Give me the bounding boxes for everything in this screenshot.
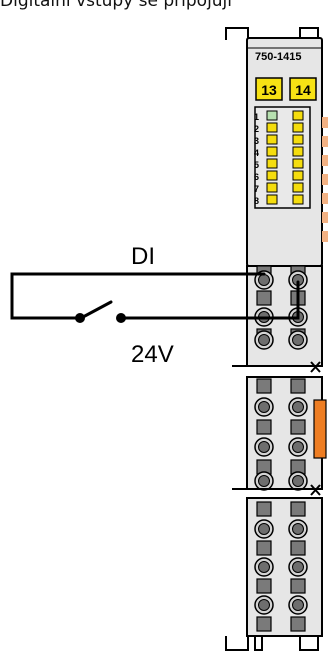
side-contacts — [322, 117, 328, 242]
release-button — [290, 501, 306, 517]
led-number: 1 — [254, 112, 259, 122]
wire-terminal-hole — [292, 334, 304, 346]
side-contact — [322, 174, 328, 185]
led-indicator — [266, 146, 278, 157]
switch-contact-right — [116, 313, 126, 323]
led-number: 5 — [254, 160, 259, 170]
wire-terminal-hole — [258, 441, 270, 453]
led-grid: 1 2 3 4 5 6 7 8 — [254, 110, 304, 206]
wire-terminal-hole — [258, 475, 270, 487]
bottom-rail-clip — [225, 636, 319, 651]
led-indicator — [266, 170, 278, 181]
led-number: 6 — [254, 172, 259, 182]
release-button — [256, 501, 272, 517]
led-indicator — [292, 146, 304, 157]
release-button — [256, 419, 272, 435]
label-24v: 24V — [131, 341, 174, 368]
led-number: 7 — [254, 184, 259, 194]
caption-text: Digitální vstupy se připojují — [0, 0, 233, 11]
led-indicator — [292, 110, 304, 121]
wire-terminal-hole — [292, 561, 304, 573]
wire-terminal-hole — [292, 599, 304, 611]
wire-terminal-hole — [258, 561, 270, 573]
release-button — [290, 378, 306, 394]
top-rail-clip — [225, 27, 319, 40]
label-di: DI — [131, 243, 155, 270]
terminal-group-2 — [254, 378, 308, 491]
release-button — [256, 578, 272, 594]
divider-1 — [232, 361, 322, 373]
wiring — [10, 272, 300, 320]
led-indicator — [266, 182, 278, 193]
wire-terminal-hole — [258, 401, 270, 413]
side-contact — [322, 117, 328, 128]
side-contact — [322, 212, 328, 223]
led-indicator — [266, 158, 278, 169]
release-button — [256, 540, 272, 556]
release-button — [256, 378, 272, 394]
channel-label-box-14 — [289, 77, 317, 101]
release-button — [256, 616, 272, 632]
led-indicator — [292, 122, 304, 133]
release-button — [290, 616, 306, 632]
channel-label-box-13 — [255, 77, 283, 101]
channel-label-13: 13 — [261, 82, 277, 98]
led-indicator — [292, 158, 304, 169]
ejector-tab — [313, 399, 327, 459]
led-number: 4 — [254, 148, 259, 158]
release-button — [290, 578, 306, 594]
side-contact — [322, 231, 328, 242]
switch-contact-left — [75, 313, 85, 323]
led-indicator — [292, 194, 304, 205]
channel-label-14: 14 — [295, 82, 311, 98]
release-button — [290, 419, 306, 435]
side-contact — [322, 193, 328, 204]
led-number: 2 — [254, 124, 259, 134]
side-contact — [322, 155, 328, 166]
led-number: 8 — [254, 196, 259, 206]
switch-symbol — [81, 300, 113, 319]
led-number: 3 — [254, 136, 259, 146]
wire-terminal-hole — [258, 334, 270, 346]
wire-terminal-hole — [292, 401, 304, 413]
led-indicator — [266, 110, 278, 121]
led-indicator — [266, 194, 278, 205]
side-contact — [322, 136, 328, 147]
led-indicator — [292, 134, 304, 145]
release-button — [290, 540, 306, 556]
wire-terminal-hole — [258, 274, 270, 286]
wire-terminal-hole — [258, 523, 270, 535]
led-indicator — [292, 170, 304, 181]
wire-terminal-hole — [292, 523, 304, 535]
terminal-group-3 — [254, 501, 308, 632]
wire-terminal-hole — [292, 475, 304, 487]
wire-24v — [118, 280, 300, 320]
divider-2 — [232, 484, 322, 496]
led-indicator — [266, 134, 278, 145]
wire-terminal-hole — [258, 599, 270, 611]
wire-terminal-hole — [292, 441, 304, 453]
release-button — [256, 290, 272, 306]
module-part-number: 750-1415 — [255, 51, 302, 63]
led-panel — [254, 106, 311, 209]
wire-di — [10, 272, 266, 320]
led-indicator — [292, 182, 304, 193]
led-indicator — [266, 122, 278, 133]
